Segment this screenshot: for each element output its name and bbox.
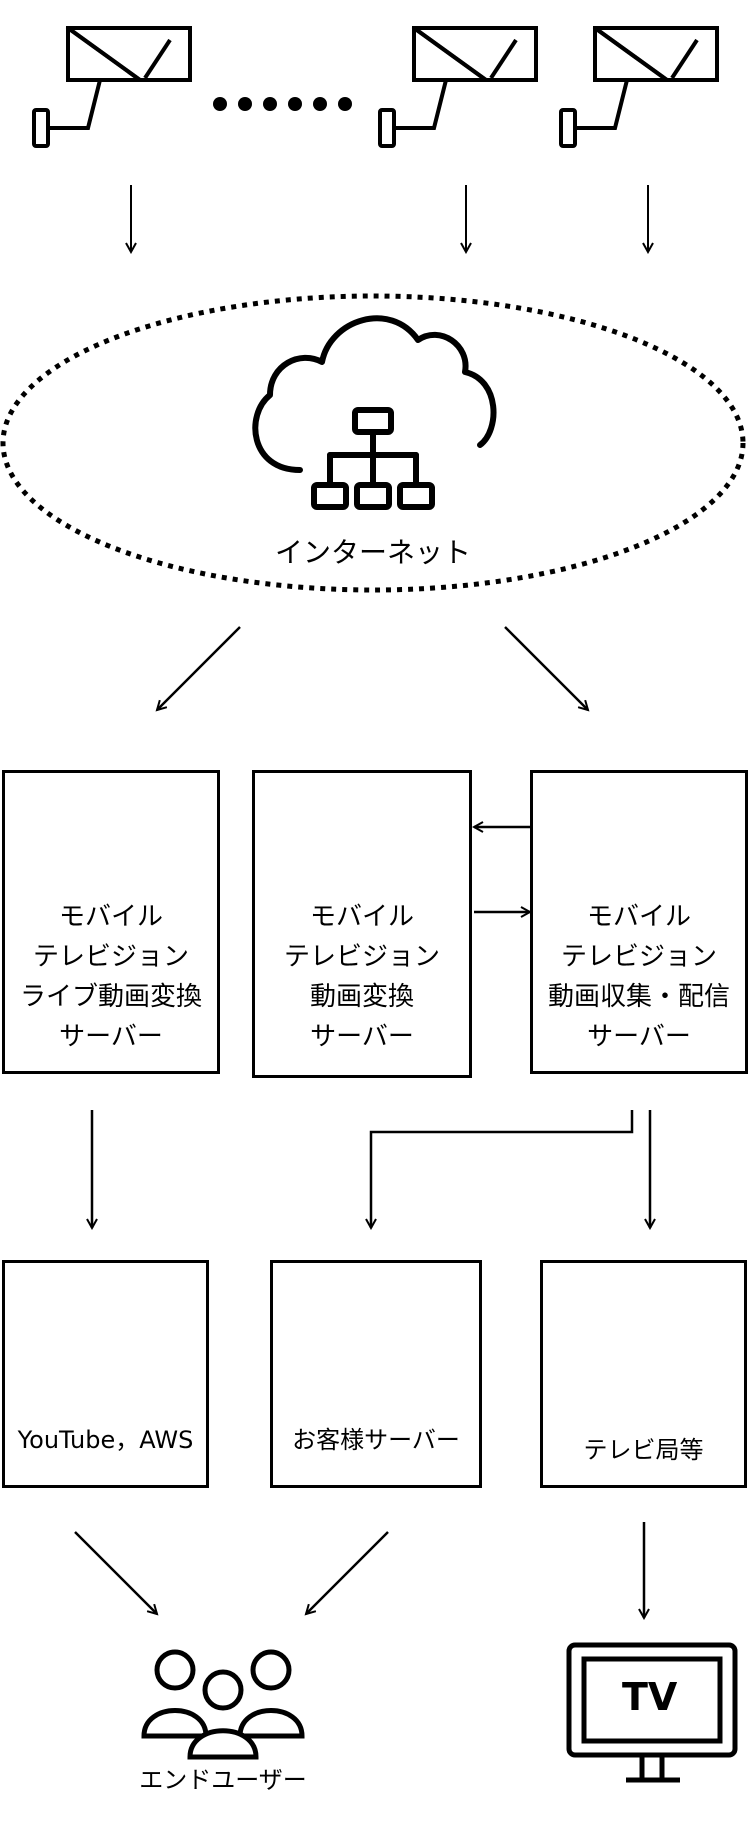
arrow <box>371 1110 634 1228</box>
users-group-icon <box>141 1649 305 1760</box>
collect-distribute-server-box <box>530 770 748 1074</box>
cloud-network-icon <box>252 315 497 510</box>
customer-server-label: お客様サーバー <box>292 1426 460 1454</box>
camera-icon <box>559 26 719 148</box>
end-user-label: エンドユーザー <box>139 1766 307 1794</box>
live-convert-server-box <box>2 770 220 1074</box>
arrow <box>504 626 588 710</box>
tv-icon <box>566 1642 738 1783</box>
tv-station-label: テレビ局等 <box>583 1436 704 1464</box>
arrow <box>74 1531 157 1614</box>
tv-label: TV <box>622 1675 678 1719</box>
collect-distribute-server-label: モバイル テレビジョン 動画収集・配信 サーバー <box>547 902 730 1052</box>
youtube-aws-label: YouTube，AWS <box>17 1426 194 1454</box>
camera-icon <box>378 26 538 148</box>
arrow <box>157 626 241 710</box>
video-convert-server-box <box>252 770 472 1078</box>
tv-station-box <box>540 1260 747 1488</box>
video-convert-server-label: モバイル テレビジョン 動画変換 サーバー <box>283 902 440 1052</box>
arrow <box>306 1531 389 1614</box>
youtube-aws-box <box>2 1260 209 1488</box>
customer-server-box <box>270 1260 482 1488</box>
camera-icon <box>32 26 192 148</box>
internet-label: インターネット <box>274 536 471 569</box>
ellipsis-dots <box>213 97 352 111</box>
live-convert-server-label: モバイル テレビジョン ライブ動画変換 サーバー <box>19 902 202 1052</box>
internet-ellipse <box>0 293 746 593</box>
